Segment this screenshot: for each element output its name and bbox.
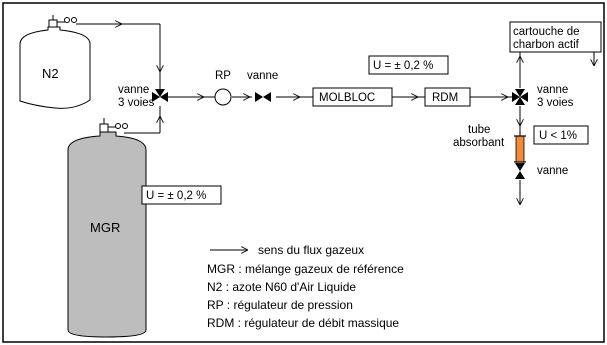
bottom-valve-icon — [515, 163, 525, 179]
molbloc-label: MOLBLOC — [319, 92, 375, 104]
legend-n2: N2 : azote N60 d'Air Liquide — [207, 280, 356, 294]
absorbent-tube — [514, 135, 526, 163]
left-valve-label-1: vanne — [118, 84, 149, 96]
uncertainty-top-box — [368, 55, 449, 75]
right-valve-label-1: vanne — [537, 84, 568, 96]
pressure-regulator-icon — [214, 88, 232, 106]
n2-cylinder-label: N2 — [42, 66, 59, 81]
legend-rp: RP : régulateur de pression — [207, 298, 353, 312]
right-valve-label-2: 3 voies — [537, 97, 574, 109]
rp-label: RP — [215, 70, 231, 82]
mgr-regulator-icon — [99, 118, 128, 133]
uncertainty-mgr-box — [141, 185, 222, 205]
cartouche-box — [509, 21, 602, 53]
cartouche-label-2: charbon actif — [513, 39, 580, 51]
left-supply-lines — [76, 24, 160, 134]
cartouche-label-1: cartouche de — [513, 26, 580, 38]
rdm-label: RDM — [432, 92, 458, 104]
middle-valve-icon — [255, 92, 271, 102]
mgr-cylinder-label: MGR — [90, 220, 120, 235]
left-valve-label-2: 3 voies — [118, 97, 155, 109]
rdm-box — [424, 87, 471, 107]
tube-label-1: tube — [468, 124, 490, 136]
uncertainty-tube-label: U < 1% — [539, 130, 577, 142]
tube-label-2: absorbant — [453, 137, 505, 149]
mgr-cylinder: MGR — [67, 131, 147, 338]
legend: sens du flux gazeux MGR : mélange gazeux… — [207, 243, 404, 330]
bottom-valve-label: vanne — [537, 165, 568, 177]
uncertainty-tube-box — [533, 125, 589, 145]
legend-rdm: RDM : régulateur de débit massique — [207, 316, 399, 330]
middle-valve-label: vanne — [247, 70, 278, 82]
uncertainty-mgr-label: U = ± 0,2 % — [146, 190, 206, 202]
molbloc-box — [312, 87, 393, 107]
n2-regulator-icon — [48, 15, 77, 28]
legend-mgr: MGR : mélange gazeux de référence — [207, 262, 404, 276]
uncertainty-top-label: U = ± 0,2 % — [373, 60, 433, 72]
right-three-way-valve — [512, 89, 528, 105]
legend-flux: sens du flux gazeux — [258, 243, 364, 257]
left-three-way-valve — [152, 89, 168, 102]
n2-cylinder: N2 — [19, 26, 91, 109]
